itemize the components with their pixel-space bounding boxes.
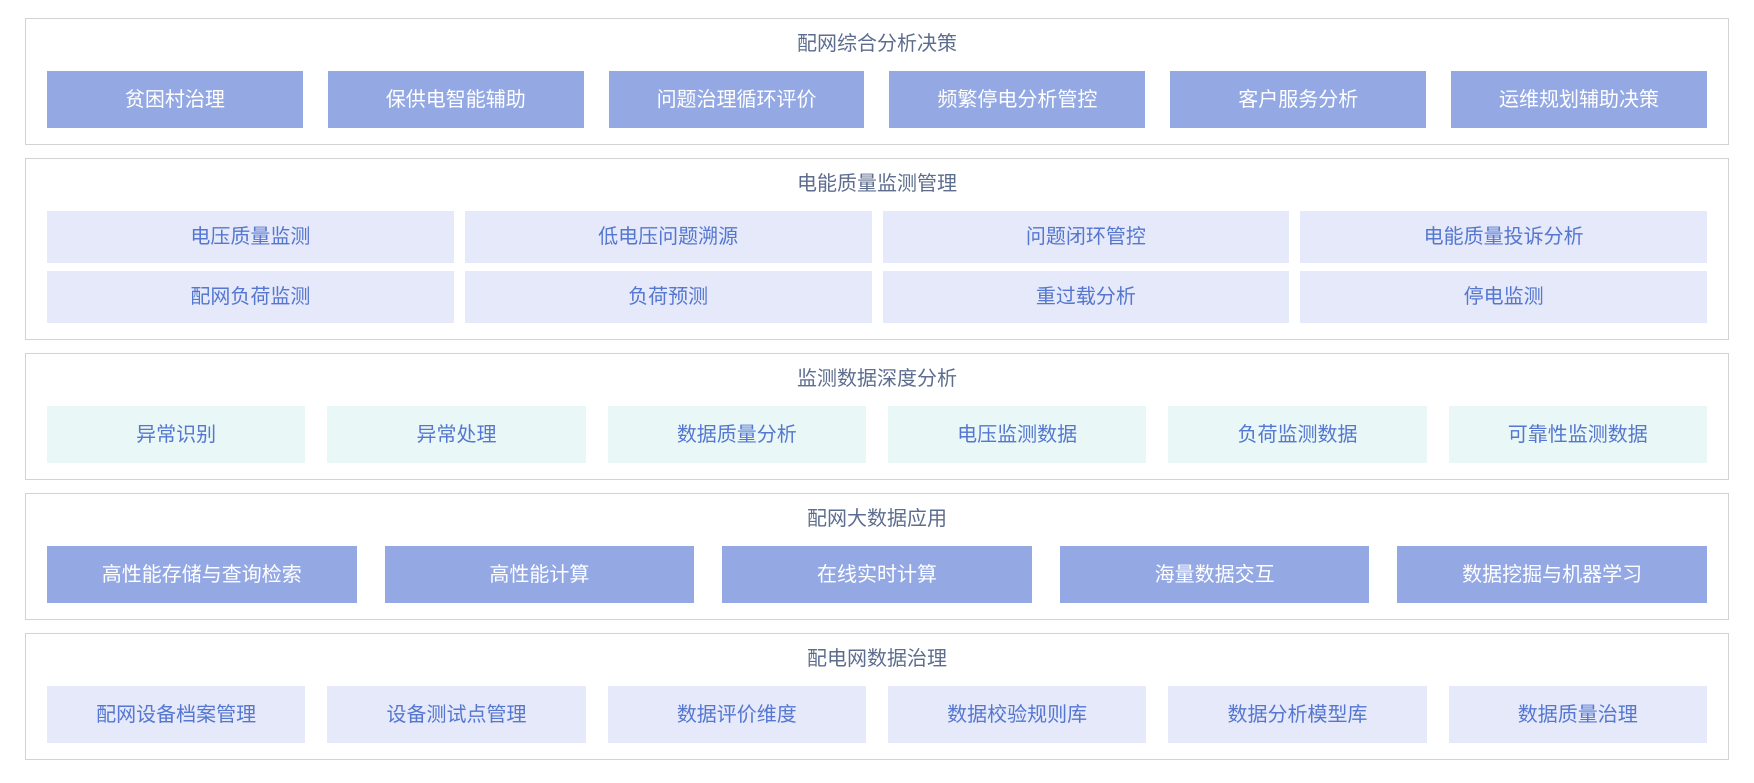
module-tile[interactable]: 数据质量分析 (607, 406, 866, 463)
module-tile[interactable]: 在线实时计算 (722, 546, 1032, 603)
module-tile[interactable]: 可靠性监测数据 (1448, 406, 1707, 463)
module-tile[interactable]: 问题闭环管控 (882, 211, 1290, 263)
module-tile[interactable]: 配网设备档案管理 (47, 686, 306, 743)
section-monitoring-data-analysis: 监测数据深度分析 异常识别异常处理数据质量分析电压监测数据负荷监测数据可靠性监测… (25, 353, 1729, 480)
section-rows: 电压质量监测低电压问题溯源问题闭环管控电能质量投诉分析配网负荷监测负荷预测重过载… (47, 211, 1707, 323)
section-title: 配网大数据应用 (807, 508, 947, 530)
tile-row: 配网负荷监测负荷预测重过载分析停电监测 (47, 271, 1707, 323)
section-rows: 异常识别异常处理数据质量分析电压监测数据负荷监测数据可靠性监测数据 (47, 406, 1707, 463)
section-title: 电能质量监测管理 (797, 173, 957, 195)
section-rows: 贫困村治理保供电智能辅助问题治理循环评价频繁停电分析管控客户服务分析运维规划辅助… (47, 71, 1707, 128)
module-tile[interactable]: 电能质量投诉分析 (1300, 211, 1707, 263)
module-tile[interactable]: 数据挖掘与机器学习 (1397, 546, 1707, 603)
module-tile[interactable]: 数据质量治理 (1448, 686, 1707, 743)
module-overview: 配网综合分析决策 贫困村治理保供电智能辅助问题治理循环评价频繁停电分析管控客户服… (25, 18, 1729, 760)
tile-row: 贫困村治理保供电智能辅助问题治理循环评价频繁停电分析管控客户服务分析运维规划辅助… (47, 71, 1707, 128)
section-big-data-application: 配网大数据应用 高性能存储与查询检索高性能计算在线实时计算海量数据交互数据挖掘与… (25, 493, 1729, 620)
module-tile[interactable]: 异常识别 (47, 406, 306, 463)
tile-row: 电压质量监测低电压问题溯源问题闭环管控电能质量投诉分析 (47, 211, 1707, 263)
tile-row: 异常识别异常处理数据质量分析电压监测数据负荷监测数据可靠性监测数据 (47, 406, 1707, 463)
section-comprehensive-analysis: 配网综合分析决策 贫困村治理保供电智能辅助问题治理循环评价频繁停电分析管控客户服… (25, 18, 1729, 145)
module-tile[interactable]: 贫困村治理 (47, 71, 303, 128)
module-tile[interactable]: 低电压问题溯源 (464, 211, 872, 263)
module-tile[interactable]: 频繁停电分析管控 (889, 71, 1146, 128)
module-tile[interactable]: 配网负荷监测 (47, 271, 454, 323)
module-tile[interactable]: 电压监测数据 (887, 406, 1147, 463)
tile-row: 高性能存储与查询检索高性能计算在线实时计算海量数据交互数据挖掘与机器学习 (47, 546, 1707, 603)
section-rows: 高性能存储与查询检索高性能计算在线实时计算海量数据交互数据挖掘与机器学习 (47, 546, 1707, 603)
module-tile[interactable]: 负荷预测 (464, 271, 872, 323)
section-title: 配网综合分析决策 (797, 33, 957, 55)
module-tile[interactable]: 高性能存储与查询检索 (47, 546, 357, 603)
module-tile[interactable]: 问题治理循环评价 (608, 71, 865, 128)
module-tile[interactable]: 保供电智能辅助 (327, 71, 584, 128)
module-tile[interactable]: 数据评价维度 (607, 686, 866, 743)
module-tile[interactable]: 异常处理 (327, 406, 586, 463)
section-rows: 配网设备档案管理设备测试点管理数据评价维度数据校验规则库数据分析模型库数据质量治… (47, 686, 1707, 743)
module-tile[interactable]: 高性能计算 (384, 546, 695, 603)
module-tile[interactable]: 数据分析模型库 (1168, 686, 1427, 743)
module-tile[interactable]: 重过载分析 (882, 271, 1290, 323)
module-tile[interactable]: 数据校验规则库 (887, 686, 1147, 743)
module-tile[interactable]: 负荷监测数据 (1168, 406, 1427, 463)
section-title: 监测数据深度分析 (797, 368, 957, 390)
section-data-governance: 配电网数据治理 配网设备档案管理设备测试点管理数据评价维度数据校验规则库数据分析… (25, 633, 1729, 760)
section-title: 配电网数据治理 (807, 648, 947, 670)
module-tile[interactable]: 设备测试点管理 (327, 686, 586, 743)
module-tile[interactable]: 海量数据交互 (1059, 546, 1370, 603)
module-tile[interactable]: 运维规划辅助决策 (1451, 71, 1707, 128)
module-tile[interactable]: 电压质量监测 (47, 211, 454, 263)
section-power-quality-monitoring: 电能质量监测管理 电压质量监测低电压问题溯源问题闭环管控电能质量投诉分析配网负荷… (25, 158, 1729, 340)
module-tile[interactable]: 客户服务分析 (1170, 71, 1427, 128)
module-tile[interactable]: 停电监测 (1300, 271, 1707, 323)
tile-row: 配网设备档案管理设备测试点管理数据评价维度数据校验规则库数据分析模型库数据质量治… (47, 686, 1707, 743)
